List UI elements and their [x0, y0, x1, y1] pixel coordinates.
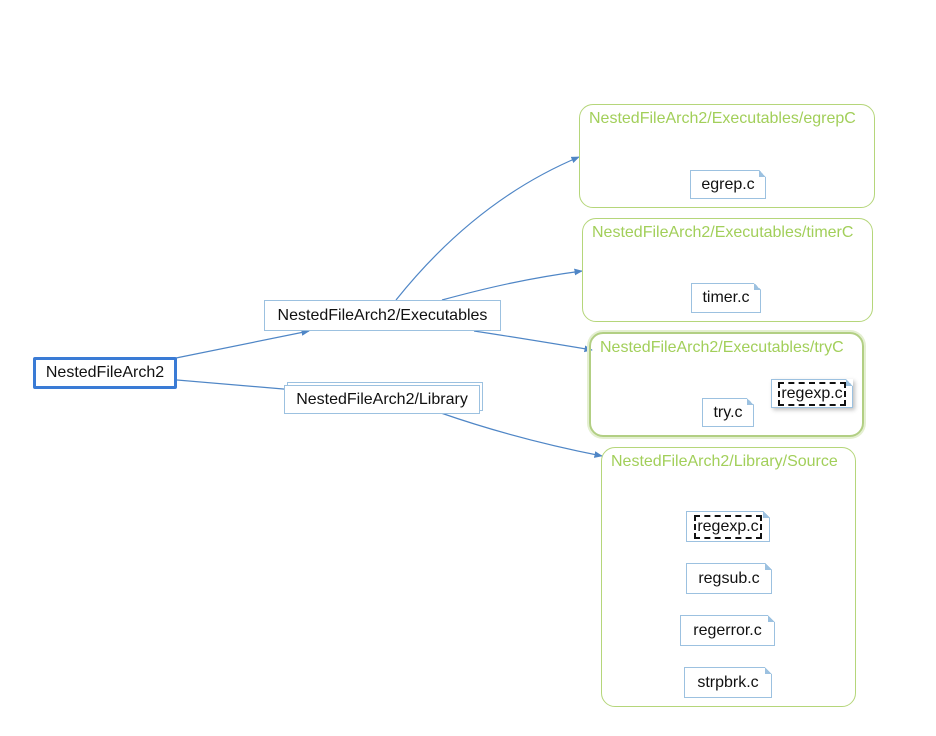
executables-node-label: NestedFileArch2/Executables	[277, 306, 488, 324]
file-timer-c[interactable]: timer.c	[691, 283, 761, 313]
library-node[interactable]: NestedFileArch2/Library	[284, 385, 480, 414]
file-regerror-c[interactable]: regerror.c	[680, 615, 775, 646]
edge-library-source	[440, 412, 603, 458]
group-source[interactable]: NestedFileArch2/Library/Source regexp.c …	[601, 447, 856, 707]
group-egrepc-title: NestedFileArch2/Executables/egrepC	[589, 110, 856, 127]
library-node-label: NestedFileArch2/Library	[296, 390, 468, 408]
edge-root-executables	[175, 329, 310, 359]
file-try-c[interactable]: try.c	[702, 398, 754, 427]
group-tryc[interactable]: NestedFileArch2/Executables/tryC try.c r…	[589, 332, 864, 437]
file-regexp-c[interactable]: regexp.c	[686, 511, 770, 542]
group-source-title: NestedFileArch2/Library/Source	[611, 453, 838, 470]
file-regexp-c-link[interactable]: regexp.c	[771, 379, 853, 408]
group-timerc[interactable]: NestedFileArch2/Executables/timerC timer…	[582, 218, 873, 322]
group-timerc-title: NestedFileArch2/Executables/timerC	[592, 224, 854, 241]
file-strpbrk-c[interactable]: strpbrk.c	[684, 667, 772, 698]
group-tryc-title: NestedFileArch2/Executables/tryC	[600, 339, 844, 356]
file-regsub-c[interactable]: regsub.c	[686, 563, 772, 594]
executables-node[interactable]: NestedFileArch2/Executables	[264, 300, 501, 331]
edge-root-library	[176, 379, 296, 393]
edge-executables-tryc	[473, 330, 593, 353]
edge-executables-egrepc	[395, 156, 580, 301]
file-egrep-c[interactable]: egrep.c	[690, 170, 766, 199]
root-node-label: NestedFileArch2	[45, 364, 165, 381]
group-egrepc[interactable]: NestedFileArch2/Executables/egrepC egrep…	[579, 104, 875, 208]
edge-executables-timerc	[441, 268, 583, 301]
root-node[interactable]: NestedFileArch2	[33, 357, 177, 389]
